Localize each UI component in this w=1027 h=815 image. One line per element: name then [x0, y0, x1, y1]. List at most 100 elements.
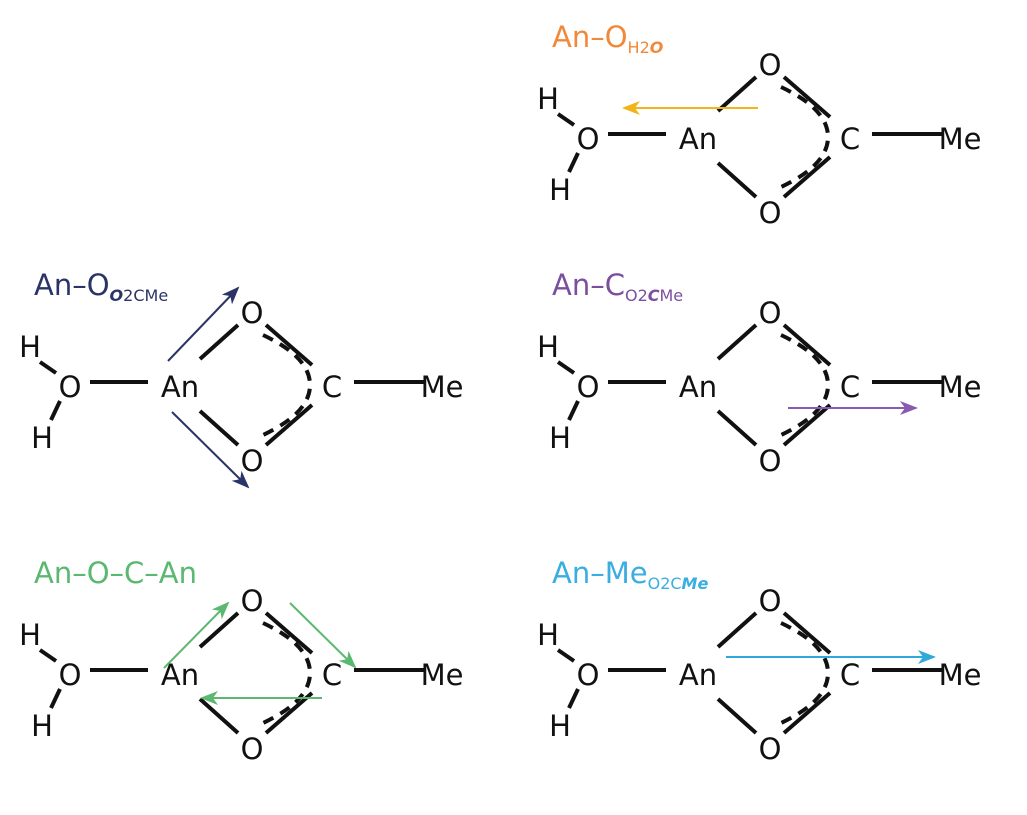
panel-title-subscript: Me: [660, 286, 684, 305]
delocalized-bond-arc: [780, 621, 831, 725]
bond-h-o-bottom: [567, 152, 580, 173]
bond-o-bottom-c: [264, 403, 314, 447]
panel-title-main: An–C: [552, 268, 625, 302]
bond-an-o-bottom: [198, 697, 240, 735]
atom-c: C: [322, 370, 342, 404]
atom-o-top: O: [241, 584, 264, 618]
atom-c: C: [840, 122, 860, 156]
bond-an-o-top: [198, 611, 240, 649]
bond-o-top-c: [782, 75, 832, 119]
atom-h-top: H: [19, 618, 41, 652]
atom-an: An: [679, 122, 717, 156]
bond-h-o-top: [38, 648, 58, 663]
atom-h-bottom: H: [31, 421, 53, 455]
panel-title-subscript: C: [648, 286, 660, 305]
atom-o-bottom: O: [241, 732, 264, 766]
arrow-an-o-bottom-path: [171, 411, 250, 489]
bond-an-o-top: [198, 323, 240, 361]
atom-c: C: [322, 658, 342, 692]
atom-me: Me: [939, 370, 982, 404]
atom-o-top: O: [759, 584, 782, 618]
atom-o-bottom: O: [241, 444, 264, 478]
panel-title: An–O–C–An: [34, 556, 197, 590]
atom-c: C: [840, 370, 860, 404]
atom-h-top: H: [537, 82, 559, 116]
delocalized-bond-arc: [262, 333, 313, 437]
atom-h-top: H: [537, 618, 559, 652]
bond-o-bottom-c: [782, 403, 832, 447]
delocalized-bond-arc: [262, 621, 313, 725]
atom-me: Me: [939, 122, 982, 156]
panel-title: An–MeO2CMe: [552, 556, 708, 593]
bond-o-bottom-c: [782, 155, 832, 199]
atom-o-bottom: O: [759, 196, 782, 230]
atom-o-water: O: [577, 370, 600, 404]
atom-o-bottom: O: [759, 444, 782, 478]
atom-o-water: O: [577, 122, 600, 156]
bond-o-top-c: [264, 611, 314, 655]
bond-o-bottom-c: [782, 691, 832, 735]
bond-h-o-top: [38, 360, 58, 375]
bond-an-o-bottom: [716, 161, 758, 199]
atom-me: Me: [421, 658, 464, 692]
panel-title-main: An–Me: [552, 556, 648, 590]
bond-o-top-c: [782, 611, 832, 655]
bond-h-o-bottom: [49, 400, 62, 421]
panel-title: An–OO2CMe: [34, 268, 168, 305]
bond-an-o-top: [716, 75, 758, 113]
atom-an: An: [161, 658, 199, 692]
atom-o-water: O: [59, 658, 82, 692]
bond-an-o-bottom: [716, 697, 758, 735]
atom-c: C: [840, 658, 860, 692]
atom-o-bottom: O: [759, 732, 782, 766]
panel-title-subscript: O2C: [648, 574, 682, 593]
panel-title-main: An–O: [34, 268, 110, 302]
arrow-o-c-leg: [289, 602, 357, 669]
bond-h-o-top: [556, 360, 576, 375]
bond-an-o-top: [716, 611, 758, 649]
panel-title-subscript: O2: [625, 286, 648, 305]
panel-title-subscript: O: [110, 286, 124, 305]
atom-o-top: O: [241, 296, 264, 330]
bond-h-o-top: [556, 112, 576, 127]
delocalized-bond-arc: [780, 333, 831, 437]
panel-title-main: An–O–C–An: [34, 556, 197, 590]
panel-title-subscript: Me: [682, 574, 709, 593]
atom-h-bottom: H: [549, 173, 571, 207]
panel-title: An–CO2CMe: [552, 268, 683, 305]
atom-me: Me: [421, 370, 464, 404]
arrow-an-o-top-path: [167, 286, 240, 362]
atom-o-water: O: [59, 370, 82, 404]
bond-an-o-bottom: [198, 409, 240, 447]
atom-me: Me: [939, 658, 982, 692]
atom-o-water: O: [577, 658, 600, 692]
atom-o-top: O: [759, 296, 782, 330]
atom-an: An: [679, 370, 717, 404]
bond-o-top-c: [782, 323, 832, 367]
bond-an-o-bottom: [716, 409, 758, 447]
panel-title-subscript: O: [650, 38, 664, 57]
atom-h-top: H: [19, 330, 41, 364]
panel-title-subscript: H2: [628, 38, 650, 57]
arrow-an-o-top-leg: [163, 601, 230, 669]
atom-h-bottom: H: [31, 709, 53, 743]
bond-h-o-bottom: [567, 688, 580, 709]
panel-title-main: An–O: [552, 20, 628, 54]
atom-an: An: [679, 658, 717, 692]
bond-h-o-bottom: [567, 400, 580, 421]
bond-o-top-c: [264, 323, 314, 367]
atom-h-bottom: H: [549, 421, 571, 455]
bond-o-bottom-c: [264, 691, 314, 735]
atom-h-bottom: H: [549, 709, 571, 743]
atom-o-top: O: [759, 48, 782, 82]
delocalized-bond-arc: [780, 85, 831, 189]
panel-title: An–OH2O: [552, 20, 664, 57]
panel-title-subscript: 2CMe: [123, 286, 168, 305]
bond-h-o-bottom: [49, 688, 62, 709]
